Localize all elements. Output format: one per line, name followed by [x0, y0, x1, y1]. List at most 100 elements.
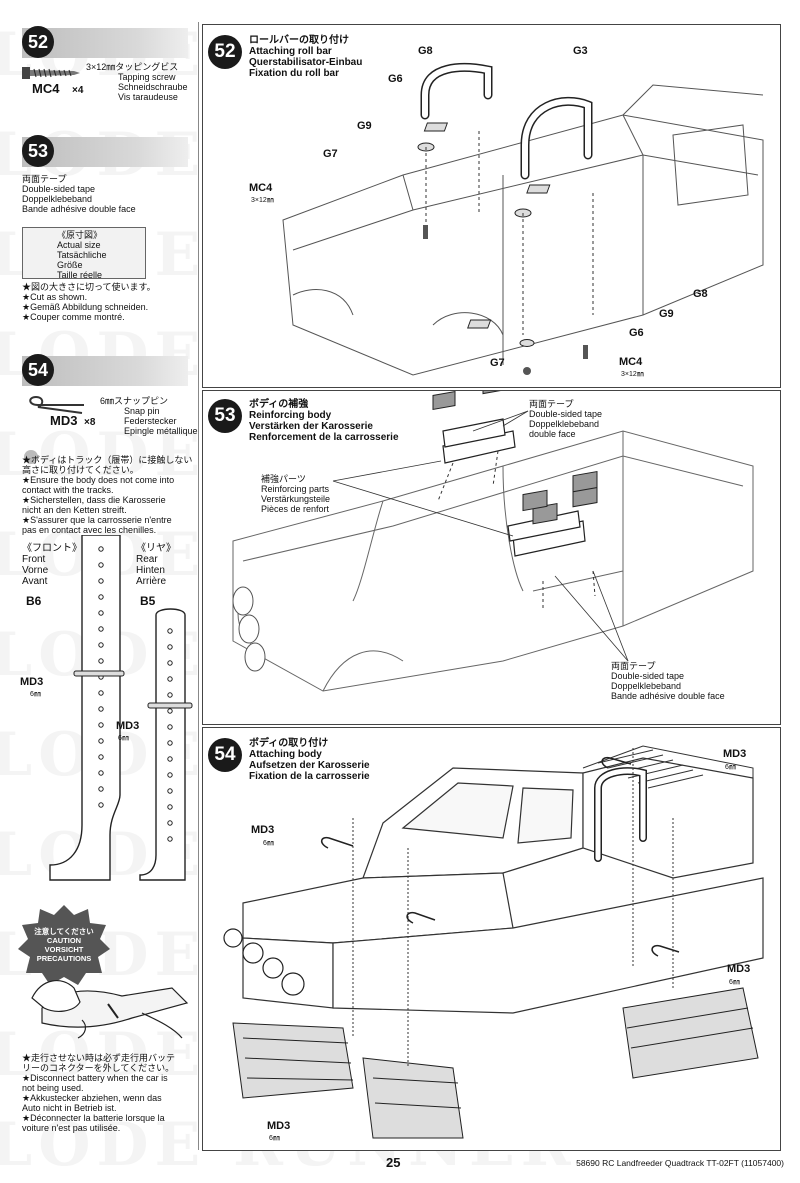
label-g8-right: G8: [693, 288, 708, 300]
title-en: Attaching body: [249, 749, 322, 760]
tape-fr: double face: [529, 429, 576, 439]
actual-size-en: Actual size: [57, 240, 101, 250]
label-g9-right: G9: [659, 308, 674, 320]
md3-size-top-left: 6㎜: [263, 840, 274, 847]
step-54-bar: 54: [22, 354, 188, 386]
md3-rear-size: 6㎜: [118, 735, 129, 742]
title-fr: Fixation du roll bar: [249, 68, 340, 79]
md3-front-label: MD3: [20, 676, 44, 688]
reinf-de: Verstärkungsteile: [261, 494, 331, 504]
rear-de: Hinten: [136, 565, 165, 576]
step-52-number: 52: [22, 26, 54, 58]
panel-54-number: 54: [208, 738, 242, 772]
caution-line: ★Akkustecker abziehen, wenn das: [22, 1093, 162, 1103]
caution-text: ★走行させない時は必ず走行用バッテ リーのコネクターを外してください。 ★Dis…: [22, 1053, 194, 1133]
body-attachment-diagram: [223, 745, 764, 1139]
front-de: Vorne: [22, 565, 49, 576]
reinf-jp: 補強パーツ: [261, 474, 306, 484]
note-line: ★Ensure the body does not come into: [22, 475, 175, 485]
caution-line: voiture n'est pas utilisée.: [22, 1123, 121, 1133]
title-jp: ボディの取り付け: [249, 738, 329, 749]
label-g7-bottom: G7: [490, 357, 505, 369]
actual-size-fr: Taille réelle: [57, 270, 103, 280]
caution-line: not being used.: [22, 1083, 84, 1093]
actual-size-de2: Größe: [57, 260, 83, 270]
panel-53-number: 53: [208, 399, 242, 433]
reinf-fr: Pièces de renfort: [261, 504, 330, 514]
md3-label-top-left: MD3: [251, 824, 275, 836]
rear-en: Rear: [136, 554, 158, 565]
battery-connector-illustration: [31, 980, 189, 1039]
title-en: Reinforcing body: [249, 410, 332, 421]
caution-line: ★走行させない時は必ず走行用バッテ: [22, 1053, 176, 1063]
front-en: Front: [22, 554, 46, 565]
reinforcing-parts-label: 補強パーツ Reinforcing parts Verstärkungsteil…: [261, 474, 330, 514]
rear-label: 《リヤ》 Rear Hinten Arrière: [136, 543, 176, 587]
title-en: Attaching roll bar: [249, 46, 332, 57]
column-divider: [198, 22, 199, 1150]
note-line: contact with the tracks.: [22, 485, 114, 495]
tape-label: 両面テープ Double-sided tape Doppelklebeband …: [22, 174, 136, 214]
snap-pin-jp: 6㎜スナップピン: [100, 396, 169, 406]
note-line: 高さに取り付けてください。: [22, 465, 139, 475]
panel-52-number: 52: [208, 35, 242, 69]
rear-part-b5: B5: [140, 594, 156, 608]
md3-label-top-right: MD3: [723, 748, 747, 760]
md3-rear-label: MD3: [116, 720, 140, 732]
tape-bottom-label: 両面テープ Double-sided tape Doppelklebeband …: [611, 661, 725, 701]
caution-line: ★Déconnecter la batterie lorsque la: [22, 1113, 165, 1123]
label-g6-right: G6: [629, 327, 644, 339]
caution-en: CAUTION: [46, 936, 82, 945]
caution-jp: 注意してください: [34, 927, 94, 936]
title-jp: ロールバーの取り付け: [249, 35, 349, 46]
md3-size-top-right: 6㎜: [725, 764, 736, 771]
label-mc4-top-size: 3×12㎜: [251, 197, 274, 204]
caution-badge-text: 注意してください CAUTION VORSICHT PRECAUTIONS: [30, 927, 98, 963]
tape-jp: 両面テープ: [611, 661, 656, 671]
label-g8-top: G8: [418, 45, 433, 57]
actual-size-jp: 《原寸図》: [57, 230, 103, 240]
tape-en: Double-sided tape: [529, 409, 603, 419]
front-fr: Avant: [22, 576, 48, 587]
md3-label-bottom: MD3: [267, 1120, 291, 1132]
part-desc-jp: 3×12㎜タッピングビス: [86, 62, 179, 72]
tape-jp: 両面テープ: [529, 399, 574, 409]
title-fr: Fixation de la carrosserie: [249, 771, 370, 782]
step-54-number: 54: [22, 354, 54, 386]
actual-size-de1: Tatsächliche: [57, 250, 107, 260]
snap-pin-fr: Epingle métallique: [124, 426, 198, 436]
md3-label-right: MD3: [727, 963, 751, 975]
md3-size-right: 6㎜: [729, 979, 740, 986]
part-label-md3: MD3: [50, 413, 78, 428]
snap-pin-en: Snap pin: [124, 406, 160, 416]
note-marker-icon: [24, 450, 38, 464]
tape-jp: 両面テープ: [22, 174, 67, 184]
label-mc4-top: MC4: [249, 182, 273, 194]
label-g3: G3: [573, 45, 588, 57]
tape-top-label: 両面テープ Double-sided tape Doppelklebeband …: [529, 399, 602, 439]
footer-title: 58690 RC Landfreeder Quadtrack TT-02FT (…: [576, 1158, 784, 1168]
rear-fr: Arrière: [136, 576, 167, 587]
snap-pin-de: Federstecker: [124, 416, 177, 426]
tape-de: Doppelklebeband: [529, 419, 600, 429]
note-line: ★Sicherstellen, dass die Karosserie: [22, 495, 166, 505]
panel-step-52: 52 ロールバーの取り付け Attaching roll bar Quersta…: [202, 24, 781, 388]
step-52-bar: 52: [22, 26, 188, 58]
page-number: 25: [386, 1155, 401, 1170]
title-jp: ボディの補強: [249, 399, 309, 410]
part-count: ×4: [72, 85, 84, 96]
rear-jp: 《リヤ》: [136, 543, 176, 554]
label-mc4-bottom-size: 3×12㎜: [621, 371, 644, 378]
panel-54-title: ボディの取り付け Attaching body Aufsetzen der Ka…: [249, 738, 370, 782]
note-line: ★ボディはトラック（履帯）に接触しない: [22, 455, 193, 465]
cut-fr: ★Couper comme montré.: [22, 312, 125, 322]
caution-fr: PRECAUTIONS: [36, 954, 92, 963]
body-note: ★ボディはトラック（履帯）に接触しない 高さに取り付けてください。 ★Ensur…: [22, 455, 194, 535]
panel-52-title: ロールバーの取り付け Attaching roll bar Querstabil…: [249, 35, 362, 79]
step-53-number: 53: [22, 135, 54, 167]
panel-step-54: 54 ボディの取り付け Attaching body Aufsetzen der…: [202, 727, 781, 1151]
label-g6-top: G6: [388, 73, 403, 85]
caution-line: リーのコネクターを外してください。: [22, 1063, 175, 1073]
part-label-mc4: MC4: [32, 81, 60, 96]
note-line: ★S'assurer que la carrosserie n'entre: [22, 515, 172, 525]
